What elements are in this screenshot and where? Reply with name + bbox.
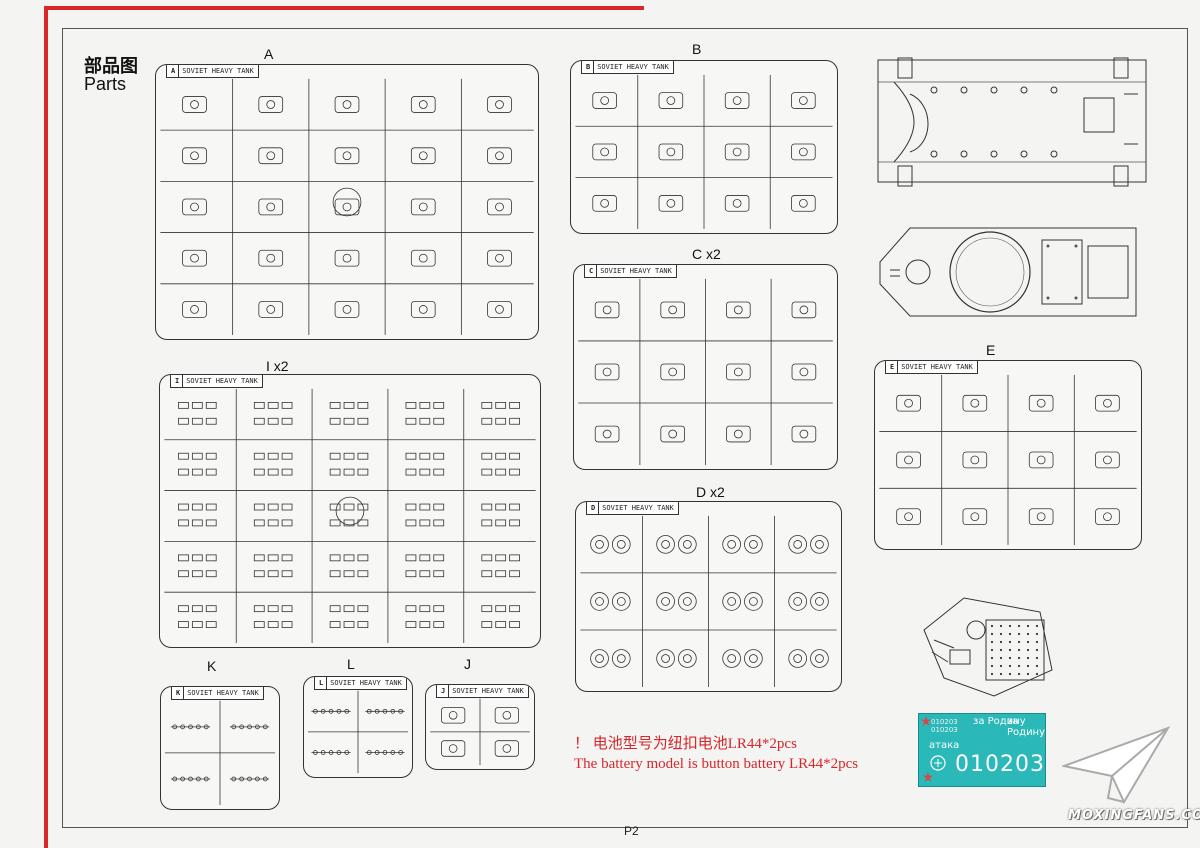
- decal-slogan-1: за Родину: [973, 716, 1026, 727]
- watermark-text: MOXINGFANS.COM: [1068, 808, 1200, 823]
- decal-main-number: 010203: [955, 752, 1045, 777]
- sprue-b-parts: [575, 74, 833, 230]
- page-frame: [62, 28, 1188, 828]
- sprue-d-label: D x2: [696, 484, 725, 500]
- decal-slogan-2: за Родину: [1007, 716, 1046, 738]
- sprue-l-parts: [308, 690, 408, 774]
- sprue-i-parts: [164, 388, 536, 644]
- sprue-c-label: C x2: [692, 246, 721, 262]
- sprue-k-parts: [164, 700, 276, 806]
- page-number: P2: [624, 824, 639, 838]
- decal-attack-text: атака: [929, 740, 960, 751]
- decal-small-number-2: 010203: [931, 726, 958, 734]
- battery-notice-en: The battery model is button battery LR44…: [574, 756, 859, 772]
- decal-star-icon: [923, 772, 933, 782]
- sprue-e-label: E: [986, 342, 996, 358]
- sprue-j-label: J: [464, 656, 471, 672]
- sprue-a-parts: [160, 78, 534, 336]
- red-left-border: [44, 6, 48, 848]
- hull-top-drawing: [879, 227, 1137, 317]
- decal-star-icon: [921, 716, 931, 726]
- turret-assembly-drawing: [923, 597, 1053, 697]
- page-title-en: Parts: [84, 74, 127, 94]
- decal-sheet: 010203 010203 за Родину за Родину атака …: [918, 713, 1046, 787]
- paper-plane-logo-icon: [1062, 726, 1171, 805]
- decal-small-number-1: 010203: [931, 718, 958, 726]
- decal-emblem-icon: [930, 755, 946, 771]
- sprue-i-label: I x2: [266, 358, 289, 374]
- sprue-c-parts: [578, 278, 833, 466]
- sprue-k-label: K: [207, 658, 217, 674]
- sprue-d-parts: [580, 515, 837, 688]
- sprue-a-label: A: [264, 46, 274, 62]
- hull-bottom-drawing: [877, 57, 1147, 187]
- page-title-cn: 部品图: [84, 56, 138, 76]
- sprue-l-label: L: [347, 656, 355, 672]
- battery-notice: ！ 电池型号为纽扣电池LR44*2pcs The battery model i…: [574, 732, 858, 773]
- red-top-border: [44, 6, 644, 10]
- battery-notice-cn: ！ 电池型号为纽扣电池LR44*2pcs: [574, 736, 797, 752]
- sprue-b-label: B: [692, 41, 702, 57]
- sprue-e-parts: [879, 374, 1137, 546]
- sprue-j-parts: [430, 698, 530, 766]
